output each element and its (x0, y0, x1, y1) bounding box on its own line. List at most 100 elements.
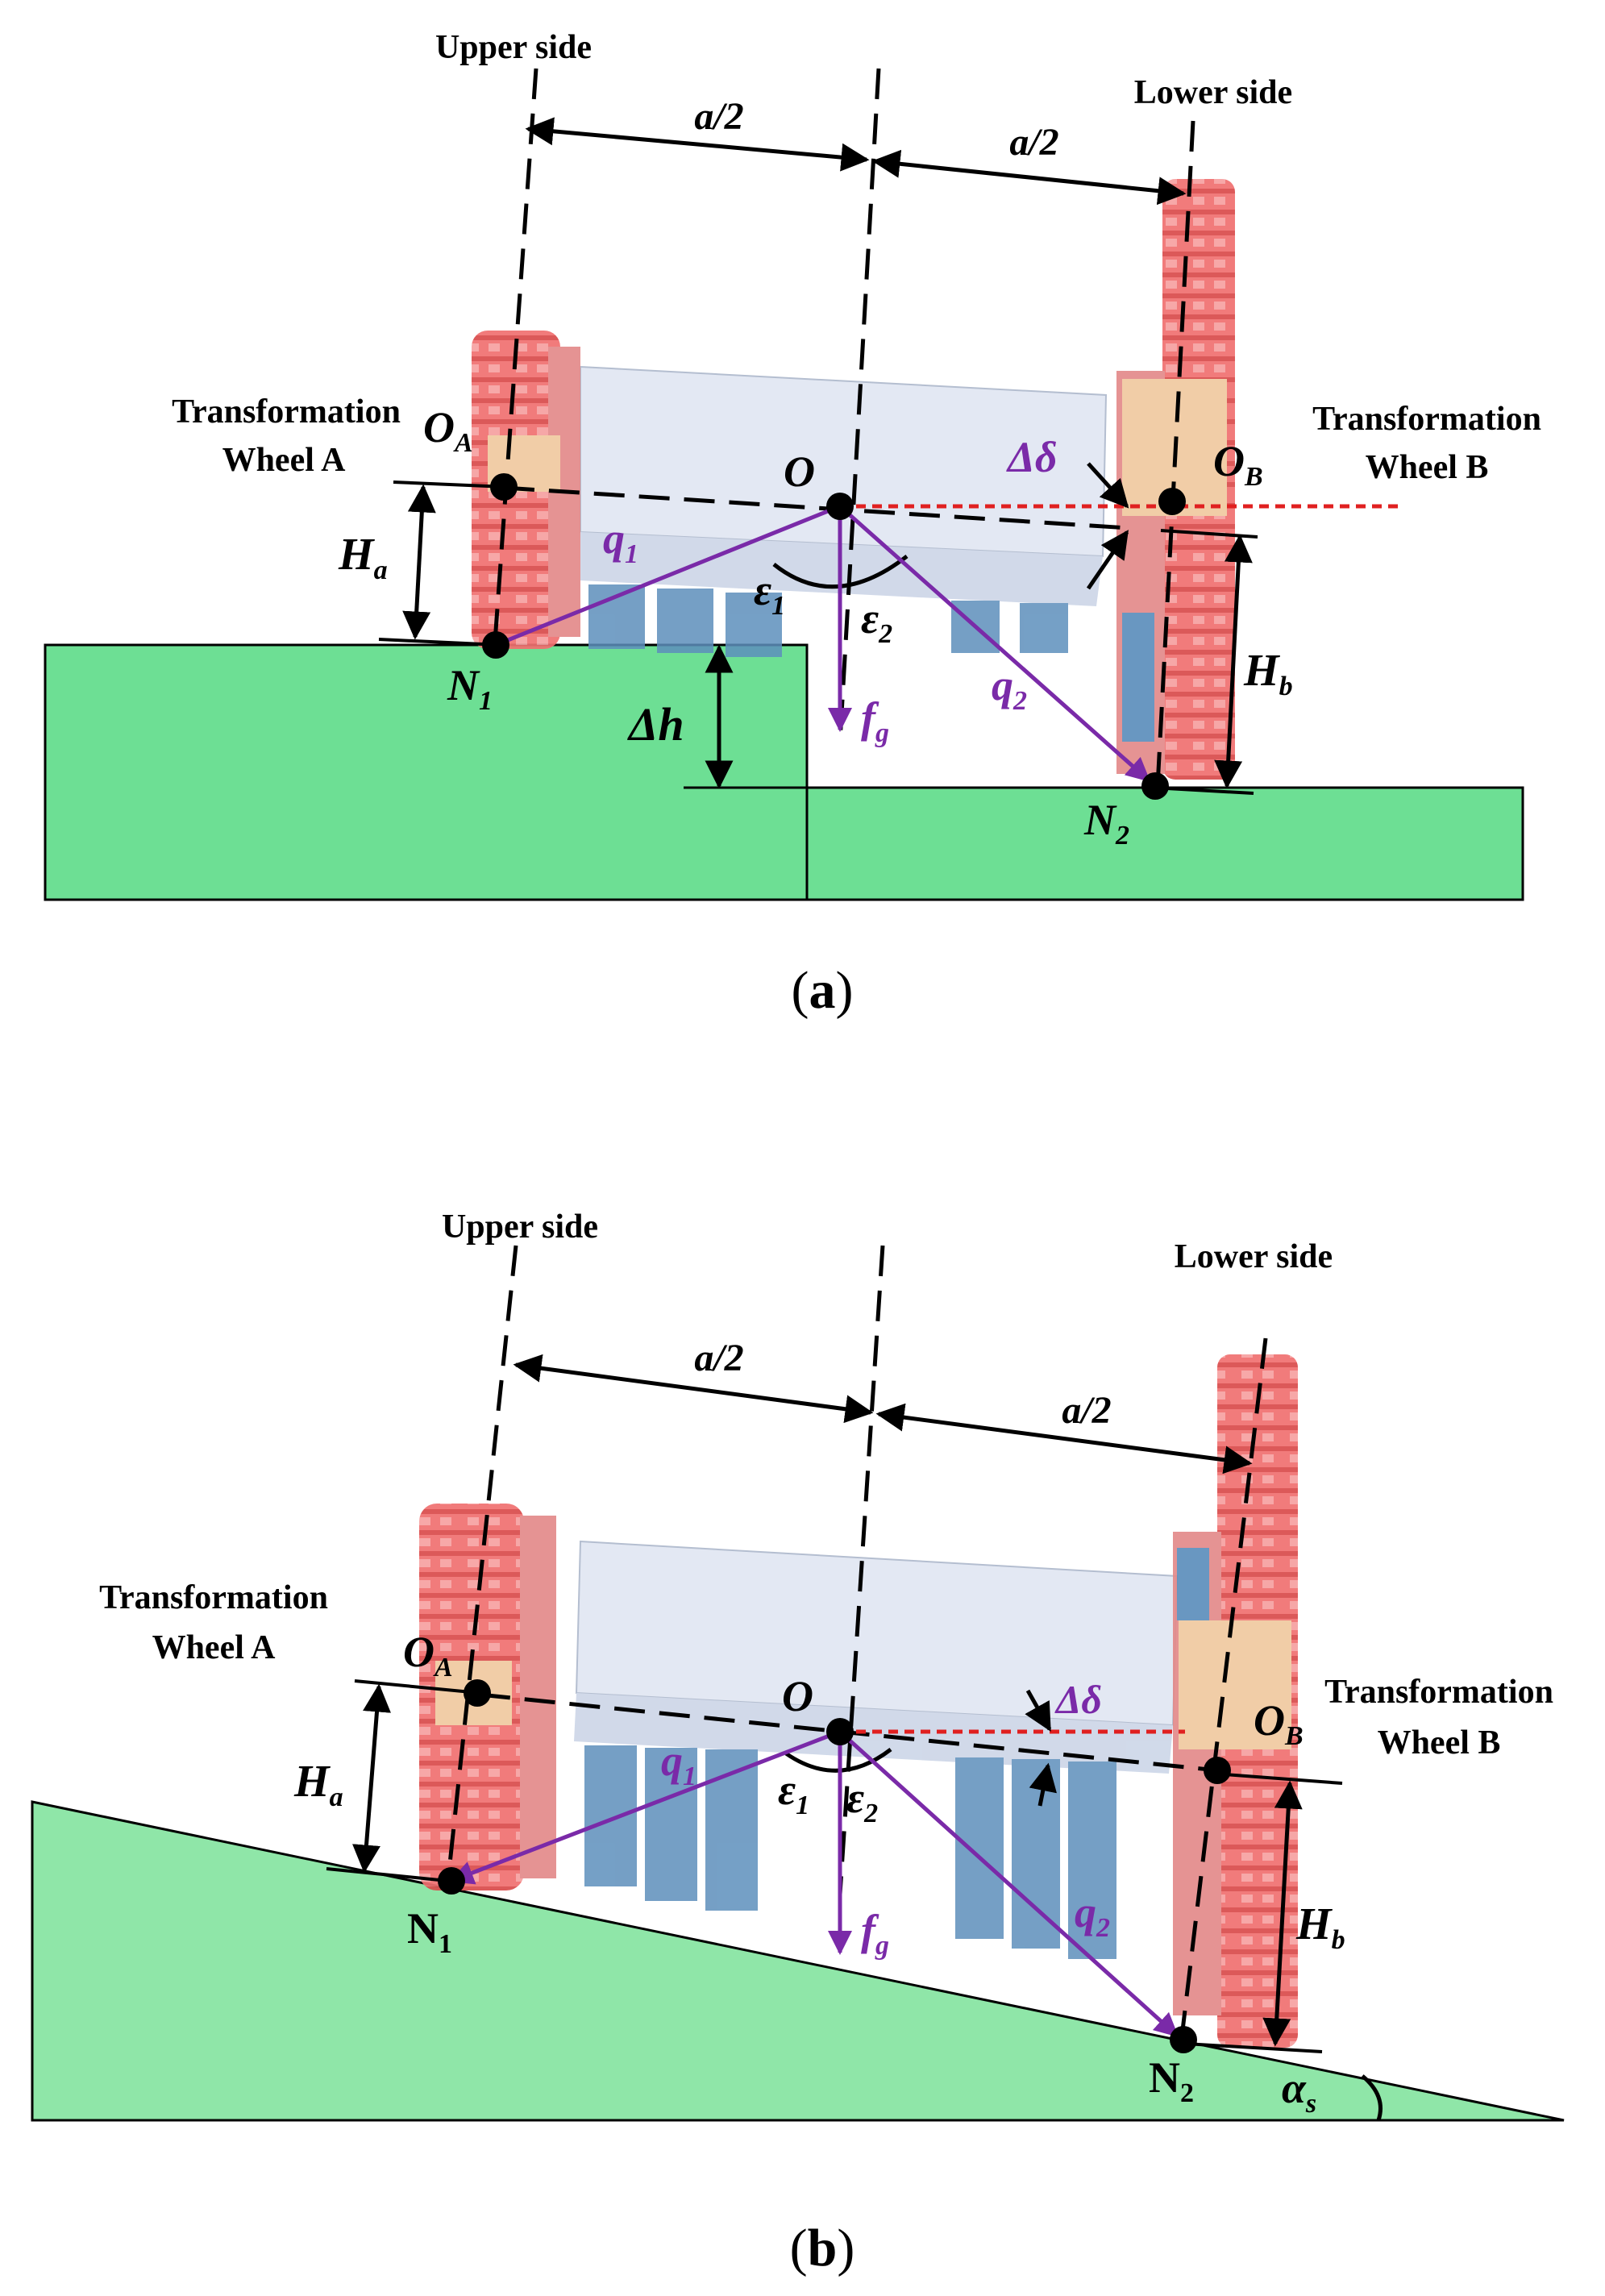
box-3 (726, 593, 782, 657)
slope-ground (31, 1800, 1565, 2122)
n1-label-b: N1 (407, 1904, 452, 1959)
oa-label-b: OA (403, 1628, 453, 1682)
ha-bottom-tick (378, 638, 501, 647)
delta-delta-arrow-top (1087, 462, 1129, 509)
wheel-a-label-line2: Wheel A (222, 442, 346, 479)
center-axis-b (838, 1245, 885, 1895)
wheel-b-b-hub (1179, 1620, 1291, 1749)
lower-side-label-b: Lower side (1175, 1238, 1333, 1275)
eps2-label: ε2 (861, 594, 892, 649)
upper-ground-block (44, 643, 809, 901)
point-n1 (482, 631, 509, 659)
delta-delta-b-arrow-bottom (1029, 1762, 1057, 1807)
wheel-b-label-b-line2: Wheel B (1378, 1724, 1501, 1762)
o-label-b: O (782, 1672, 813, 1720)
upper-side-label-b: Upper side (442, 1208, 598, 1246)
robot-body-a (580, 365, 1108, 657)
hb-b-bottom-tick (1184, 2042, 1323, 2053)
oa-label: OA (423, 403, 473, 458)
ha-top-tick (393, 480, 507, 489)
hb-dimension (1214, 534, 1253, 789)
alpha-label: αs (1282, 2064, 1316, 2119)
point-b-oa (464, 1679, 491, 1707)
delta-delta-label: Δδ (1006, 433, 1058, 481)
wheel-a-label-b-line2: Wheel A (152, 1629, 276, 1666)
ha-b-top-tick (354, 1679, 480, 1695)
ha-dimension (402, 484, 436, 640)
q1-label-b: q1 (661, 1737, 696, 1791)
delta-delta-label-b: Δδ (1054, 1677, 1102, 1722)
panel-a: Upper side Lower side a/2 a/2 Transforma… (44, 29, 1541, 1020)
hb-label: Hb (1243, 646, 1293, 701)
lower-side-axis (1155, 120, 1195, 787)
lower-side-label: Lower side (1134, 74, 1292, 111)
dim-half-a-left (525, 117, 870, 172)
point-b-ob (1204, 1757, 1231, 1784)
delta-delta-b-arrow-top (1025, 1689, 1052, 1732)
box-b-5 (1012, 1759, 1060, 1949)
hb-bottom-tick (1152, 786, 1254, 795)
delta-h-label: Δh (627, 698, 684, 751)
upper-side-axis-b (445, 1245, 518, 1887)
dim-half-a-right (871, 149, 1187, 206)
box-b-1 (584, 1745, 637, 1886)
hb-b-top-tick (1212, 1772, 1343, 1785)
eps2-label-b: ε2 (846, 1774, 878, 1828)
vector-b-q1 (449, 1729, 841, 1885)
vector-b-q2 (838, 1730, 1179, 2038)
body-axis (503, 485, 1129, 530)
caption-a: (a) (792, 961, 854, 1020)
ob-label-b: OB (1254, 1696, 1304, 1751)
slope-angle-arc (1361, 2074, 1383, 2121)
vector-q2 (838, 505, 1151, 782)
ob-label: OB (1213, 437, 1263, 492)
wheel-b-label-b-line1: Transformation (1324, 1674, 1553, 1711)
wheel-b-b-motor (1177, 1548, 1209, 1620)
box-2 (657, 589, 713, 653)
ground-step (44, 643, 1524, 901)
ha-label: Ha (338, 530, 388, 585)
wheel-a-label-b-line1: Transformation (99, 1579, 328, 1616)
point-o (826, 493, 854, 520)
wheel-b-label-line1: Transformation (1312, 401, 1541, 438)
box-b-6 (1068, 1762, 1116, 1959)
n2-label-b: N2 (1149, 2053, 1194, 2108)
half-a-right-label: a/2 (1009, 121, 1058, 164)
dim-b-half-a-left (513, 1354, 874, 1424)
ha-b-dimension (352, 1683, 391, 1874)
q2-label-b: q2 (1075, 1888, 1110, 1943)
fg-label-b: fg (861, 1906, 889, 1961)
delta-delta-arrow-bottom (1086, 530, 1129, 590)
n2-label: N2 (1083, 796, 1129, 851)
hb-b-dimension (1262, 1780, 1303, 2047)
half-a-left-label: a/2 (694, 95, 743, 138)
half-a-left-label-b: a/2 (694, 1337, 743, 1379)
wheel-b-label-line2: Wheel B (1366, 449, 1489, 486)
point-b-o (826, 1718, 854, 1745)
point-ob (1158, 488, 1186, 515)
ha-label-b: Ha (293, 1757, 343, 1812)
half-a-right-label-b: a/2 (1062, 1389, 1111, 1432)
epsilon-angle-arc (772, 555, 909, 589)
q2-label: q2 (992, 661, 1027, 716)
ha-b-bottom-tick (326, 1867, 448, 1882)
box-b-4 (955, 1757, 1004, 1939)
wheel-a-b-frame (520, 1516, 556, 1878)
n1-label: N1 (447, 661, 493, 716)
point-oa (490, 473, 518, 501)
point-b-n2 (1170, 2026, 1197, 2053)
box-5 (1020, 603, 1068, 653)
eps1-label-b: ε1 (778, 1766, 809, 1820)
box-b-3 (705, 1749, 758, 1911)
panel-b: Upper side Lower side a/2 a/2 Transforma… (31, 1208, 1565, 2277)
dim-b-half-a-right (875, 1403, 1253, 1475)
fg-label: fg (861, 693, 889, 748)
wheel-b-motor (1122, 613, 1154, 742)
point-b-n1 (438, 1867, 465, 1895)
caption-b: (b) (790, 2219, 855, 2277)
q1-label: q1 (603, 514, 638, 569)
vector-q1 (495, 504, 841, 647)
hb-label-b: Hb (1295, 1899, 1345, 1955)
lower-ground-block (805, 786, 1524, 901)
